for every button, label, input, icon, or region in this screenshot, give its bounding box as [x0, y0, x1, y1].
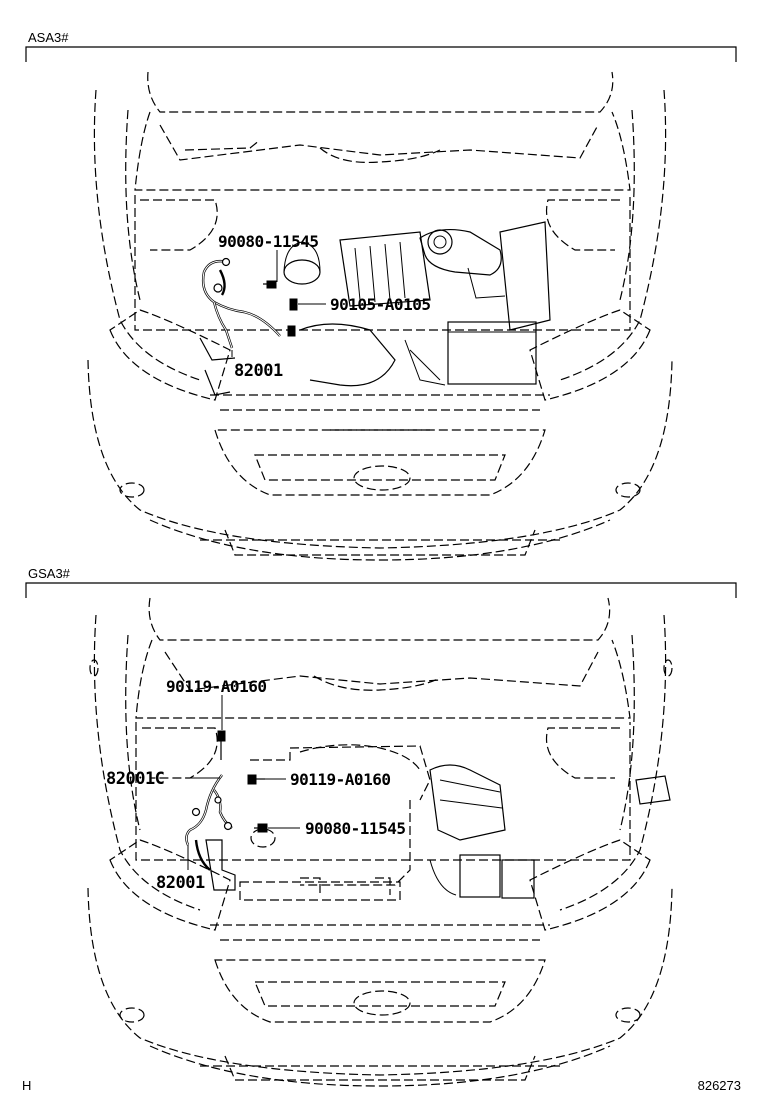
section-label-gsa3: GSA3# — [28, 566, 71, 581]
bolt-90080-11545-asa3 — [263, 280, 277, 289]
section-bracket-asa3 — [25, 46, 737, 62]
callout-90119-a0160-top-gsa3: 90119-A0160 — [166, 677, 266, 696]
callout-82001c-gsa3: 82001C — [106, 769, 164, 789]
callout-90080-11545-asa3: 90080-11545 — [218, 232, 318, 251]
wire-harness-asa3 — [201, 257, 281, 349]
callout-82001-gsa3: 82001 — [156, 873, 205, 893]
section-asa3: ASA3# — [25, 30, 737, 561]
bolt-90080-11545-gsa3 — [254, 823, 268, 833]
vehicle-front-asa3 — [87, 71, 673, 561]
wire-harness-gsa3 — [185, 774, 233, 871]
callout-90105-a0105-asa3: 90105-A0105 — [330, 295, 430, 314]
vehicle-front-gsa3 — [87, 597, 673, 1087]
callout-82001-asa3: 82001 — [234, 361, 283, 381]
illustration-number: 826273 — [698, 1078, 741, 1093]
callout-90080-11545-gsa3: 90080-11545 — [305, 819, 405, 838]
engine-components-asa3 — [199, 221, 551, 396]
section-gsa3: GSA3# — [25, 566, 737, 1087]
bolt-90105-a0105-asa3 — [287, 298, 298, 337]
engine-components-gsa3 — [205, 744, 535, 901]
section-bracket-gsa3 — [25, 582, 737, 598]
section-label-asa3: ASA3# — [28, 30, 69, 45]
footer-left-code: H — [22, 1078, 31, 1093]
callout-90119-a0160-mid-gsa3: 90119-A0160 — [290, 770, 390, 789]
bolt-90119-a0160-top-gsa3 — [217, 730, 226, 760]
